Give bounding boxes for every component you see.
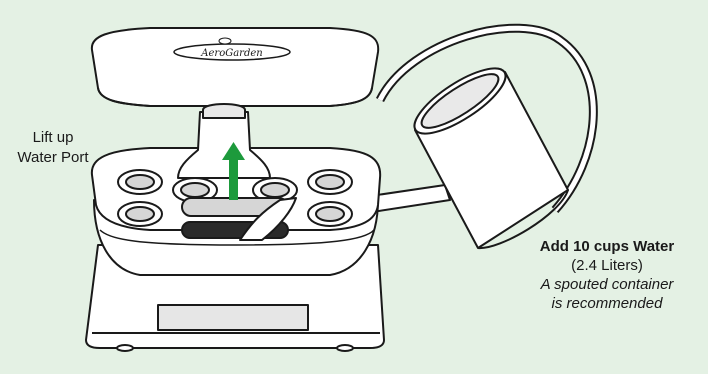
- lift-label-line1: Lift up: [8, 128, 98, 148]
- container-note-line2: is recommended: [508, 294, 706, 313]
- lift-water-port-label: Lift up Water Port: [8, 128, 98, 168]
- add-water-label: Add 10 cups Water (2.4 Liters) A spouted…: [508, 237, 706, 313]
- aerogarden-logo: AeroGarden: [200, 48, 262, 59]
- lift-label-line2: Water Port: [8, 148, 98, 168]
- container-note-line1: A spouted container: [508, 275, 706, 294]
- aerogarden-device-illustration: [86, 104, 384, 351]
- device-lid: [92, 28, 378, 106]
- add-water-title: Add 10 cups Water: [508, 237, 706, 256]
- add-water-volume: (2.4 Liters): [508, 256, 706, 275]
